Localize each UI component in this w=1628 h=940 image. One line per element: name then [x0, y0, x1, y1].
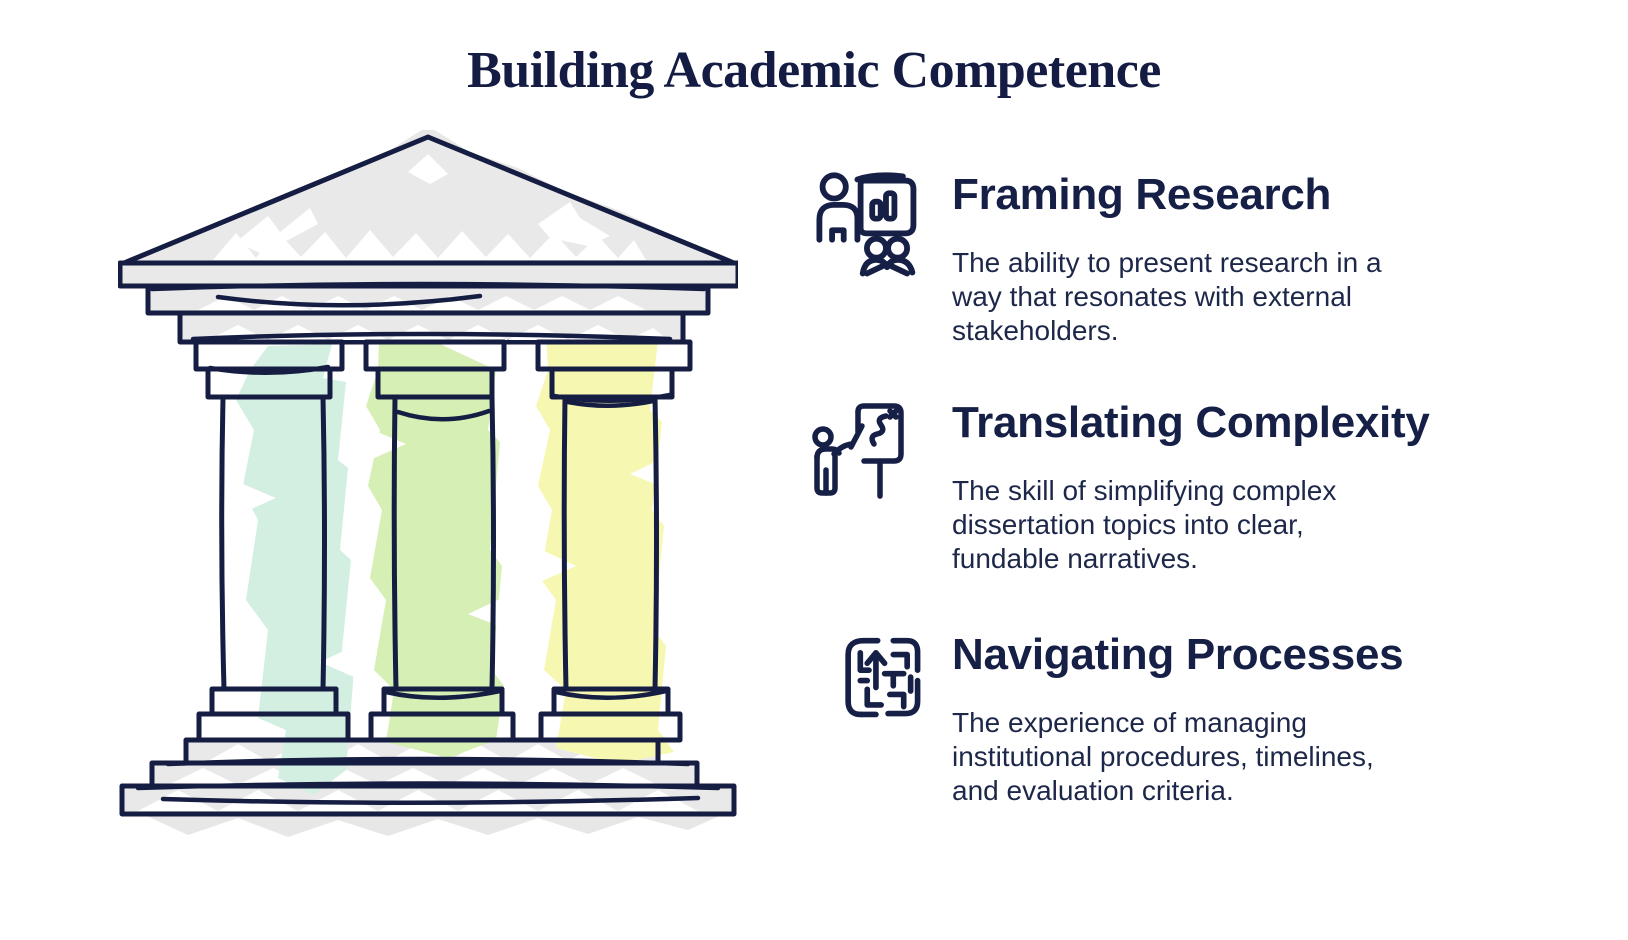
- section-heading: Framing Research: [952, 170, 1332, 219]
- shaft-left: [219, 394, 227, 692]
- capital-left-bottom: [205, 366, 333, 400]
- shaft-right: [561, 394, 569, 692]
- page-title: Building Academic Competence: [467, 42, 1161, 99]
- base-right-bottom: [538, 711, 683, 743]
- whiteboard-presenter-icon: [812, 403, 904, 499]
- step-3: [119, 783, 737, 817]
- section-body: The experience of managing institutional…: [952, 707, 1374, 806]
- shaft-middle: [391, 394, 399, 692]
- section-heading: Navigating Processes: [952, 630, 1404, 679]
- section-heading: Translating Complexity: [952, 398, 1430, 447]
- capital-right-bottom: [549, 366, 675, 400]
- base-middle-bottom: [368, 711, 516, 743]
- presentation-audience-icon: [816, 172, 917, 277]
- section-body: The skill of simplifying complex dissert…: [952, 475, 1337, 574]
- section-body: The ability to present research in a way…: [952, 247, 1382, 346]
- pillar-patch-green: [366, 312, 504, 758]
- temple-illustration: [118, 130, 738, 846]
- capital-middle-bottom: [375, 366, 495, 400]
- base-shadow: [138, 812, 724, 837]
- pillar-patch-mint: [236, 344, 354, 795]
- pillar-patch-yellow: [536, 328, 674, 764]
- base-left-bottom: [196, 711, 351, 743]
- greek-temple-svg: [118, 130, 738, 837]
- maze-arrow-icon: [845, 637, 921, 718]
